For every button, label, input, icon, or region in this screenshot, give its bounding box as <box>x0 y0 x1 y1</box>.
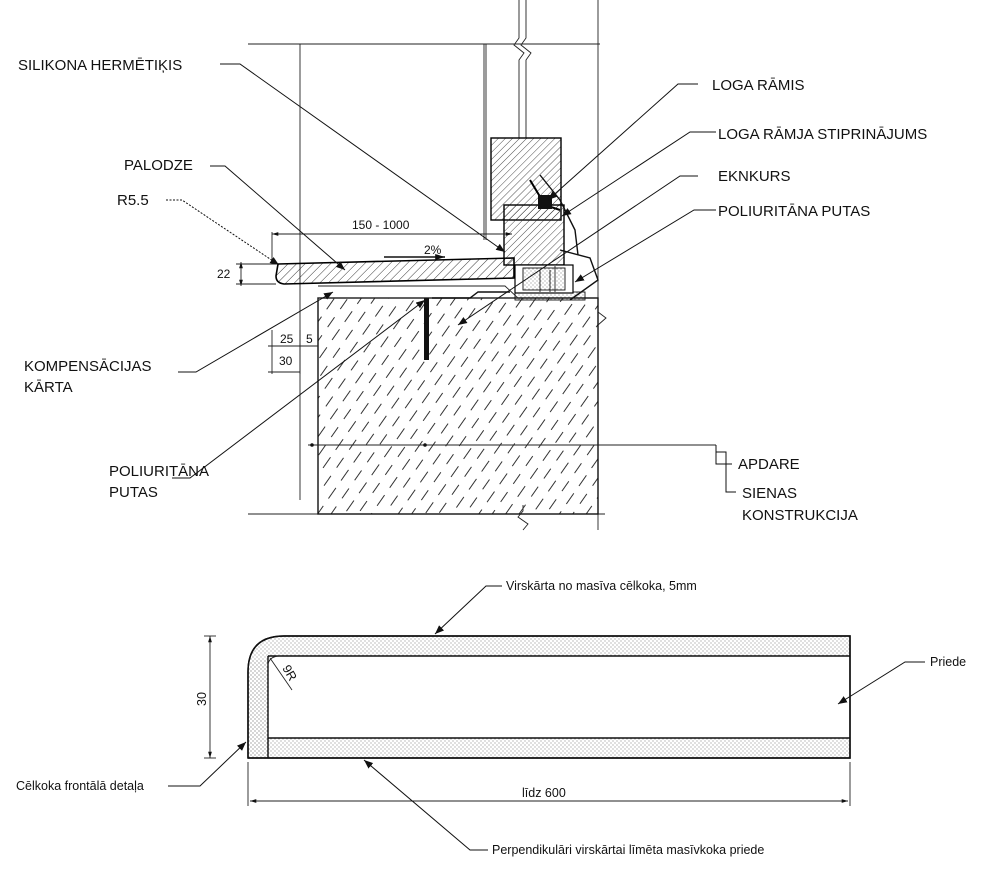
dim-thickness-label: 22 <box>217 267 231 281</box>
slope-indicator: 2% <box>384 243 445 260</box>
lower-labels: Virskārta no masīva cēlkoka, 5mm Priede … <box>16 579 966 857</box>
dim-length-label: līdz 600 <box>522 786 566 800</box>
dim-5-label: 5 <box>306 332 313 346</box>
dim-height-label: 30 <box>195 692 209 706</box>
label-wall-2: KONSTRUKCIJA <box>742 507 858 524</box>
lower-leaders <box>168 585 925 851</box>
dim-30-label: 30 <box>279 354 293 368</box>
anchor-fixing <box>424 266 556 360</box>
label-silicone-sealant: SILIKONA HERMĒTIĶIS <box>18 57 182 74</box>
upper-leaders <box>166 63 736 493</box>
dim-height: 30 <box>195 635 216 759</box>
label-front-detail: Cēlkoka frontālā detaļa <box>16 779 144 793</box>
label-top-layer: Virskārta no masīva cēlkoka, 5mm <box>506 579 697 593</box>
label-pu-foam-left-1: POLIURITĀNA <box>109 463 209 480</box>
label-pine: Priede <box>930 655 966 669</box>
label-bottom-layer: Perpendikulāri virskārtai līmēta masīvko… <box>492 843 764 857</box>
label-sill: PALODZE <box>124 157 193 174</box>
lower-section: 9R 30 līdz 600 Virskārta no masīva cēlko… <box>16 579 966 857</box>
dim-offsets: 25 5 30 <box>268 330 318 374</box>
dim-25-label: 25 <box>280 332 294 346</box>
sill-profile <box>247 635 851 759</box>
upper-labels: SILIKONA HERMĒTIĶIS LOGA RĀMIS LOGA RĀMJ… <box>18 57 927 524</box>
sill-board <box>275 257 515 285</box>
label-anchor: EKNKURS <box>718 168 791 185</box>
window-frame <box>490 137 599 301</box>
wall-construction <box>308 297 716 515</box>
label-pu-foam-left-2: PUTAS <box>109 484 158 501</box>
label-frame-fixing: LOGA RĀMJA STIPRINĀJUMS <box>718 126 927 143</box>
dim-sill-depth: 150 - 1000 <box>271 218 512 262</box>
slope-label: 2% <box>424 243 442 257</box>
dim-sill-depth-label: 150 - 1000 <box>352 218 410 232</box>
label-window-frame: LOGA RĀMIS <box>712 77 805 94</box>
label-radius: R5.5 <box>117 192 149 209</box>
label-pu-foam-right: POLIURITĀNA PUTAS <box>718 203 870 220</box>
dim-length: līdz 600 <box>247 762 851 806</box>
dim-thickness: 22 <box>217 262 276 286</box>
label-finish: APDARE <box>738 456 800 473</box>
label-compensation-2: KĀRTA <box>24 379 73 396</box>
label-wall-1: SIENAS <box>742 485 797 502</box>
upper-section: 150 - 1000 2% 22 25 5 30 <box>18 0 927 531</box>
radius-label: 9R <box>279 663 299 684</box>
label-compensation-1: KOMPENSĀCIJAS <box>24 358 152 375</box>
